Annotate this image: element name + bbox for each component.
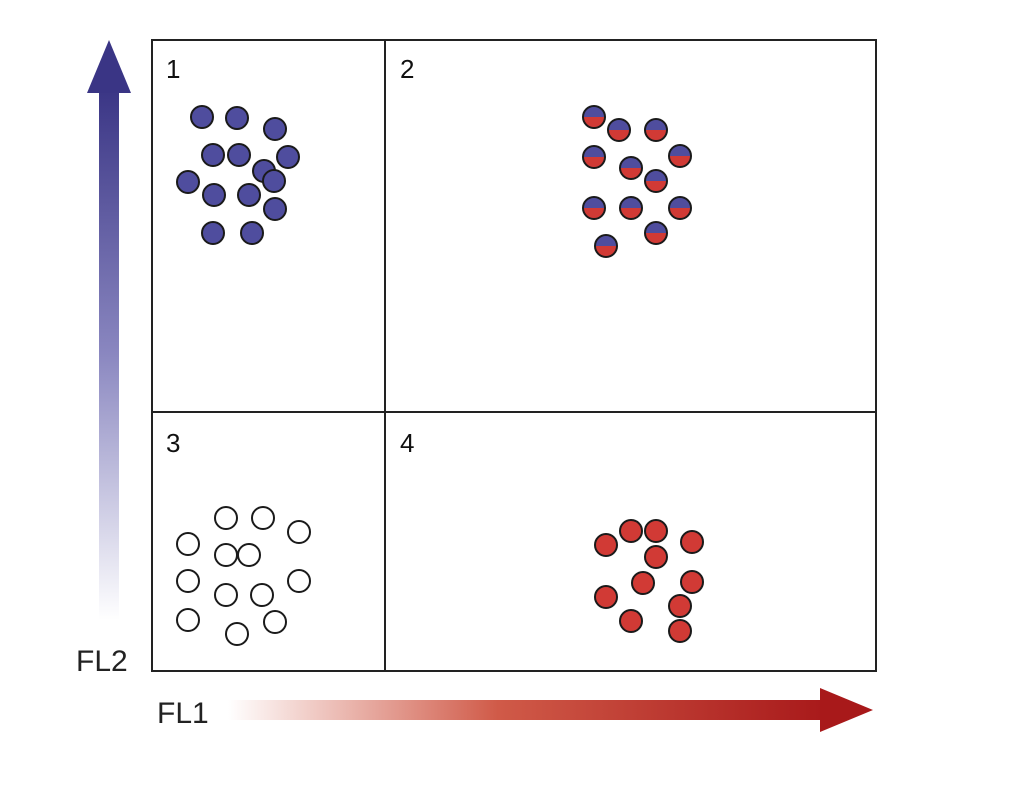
quadrant-4-label: 4 (400, 428, 414, 458)
cell-dot (176, 608, 200, 632)
cell-dot (668, 144, 692, 168)
cell-dot (225, 622, 249, 646)
cell-dot (201, 221, 225, 245)
quadrant-1-cells (176, 105, 300, 245)
cell-dot (668, 196, 692, 220)
cell-dot (201, 143, 225, 167)
quadrant-grid (151, 39, 877, 672)
quadrant-1-label: 1 (166, 54, 180, 84)
cell-dot (263, 610, 287, 634)
cell-dot (680, 530, 704, 554)
cell-dot (176, 532, 200, 556)
cell-dot (263, 117, 287, 141)
quadrant-4-cells (594, 519, 704, 643)
cell-dot (644, 169, 668, 193)
fl2-axis-label: FL2 (76, 645, 128, 678)
cell-dot (240, 221, 264, 245)
fl2-axis-arrow (87, 40, 131, 620)
cell-dot (250, 583, 274, 607)
cell-dot (619, 156, 643, 180)
cell-dot (631, 571, 655, 595)
cell-dot (594, 533, 618, 557)
cell-dot (582, 105, 606, 129)
cell-dot (619, 609, 643, 633)
cell-dot (225, 106, 249, 130)
cell-dot (680, 570, 704, 594)
cell-dot (287, 569, 311, 593)
cell-dot (582, 145, 606, 169)
cell-dot (594, 585, 618, 609)
cell-dot (276, 145, 300, 169)
cell-dot (644, 118, 668, 142)
cell-dot (287, 520, 311, 544)
quadrant-2-label: 2 (400, 54, 414, 84)
cell-dot (607, 118, 631, 142)
cell-dot (262, 169, 286, 193)
cell-dot (227, 143, 251, 167)
cell-dot (644, 545, 668, 569)
quadrant-3-cells (176, 506, 311, 646)
plot-frame (151, 39, 877, 672)
cell-dot (214, 506, 238, 530)
cell-dot (644, 519, 668, 543)
cell-dot (668, 619, 692, 643)
cell-dot (619, 519, 643, 543)
cell-dot (251, 506, 275, 530)
cell-dot (619, 196, 643, 220)
cell-dot (668, 594, 692, 618)
cell-dot (176, 170, 200, 194)
cell-dot (176, 569, 200, 593)
cell-dot (644, 221, 668, 245)
cell-dot (582, 196, 606, 220)
cell-dot (237, 183, 261, 207)
fl1-axis-arrow (228, 688, 873, 732)
quadrant-2-cells (582, 105, 692, 258)
fl1-axis-label: FL1 (157, 697, 209, 730)
cell-dot (594, 234, 618, 258)
cell-dot (214, 583, 238, 607)
cell-dot (263, 197, 287, 221)
cell-dot (237, 543, 261, 567)
cell-dot (214, 543, 238, 567)
quadrant-3-label: 3 (166, 428, 180, 458)
cell-dot (190, 105, 214, 129)
cell-dot (202, 183, 226, 207)
